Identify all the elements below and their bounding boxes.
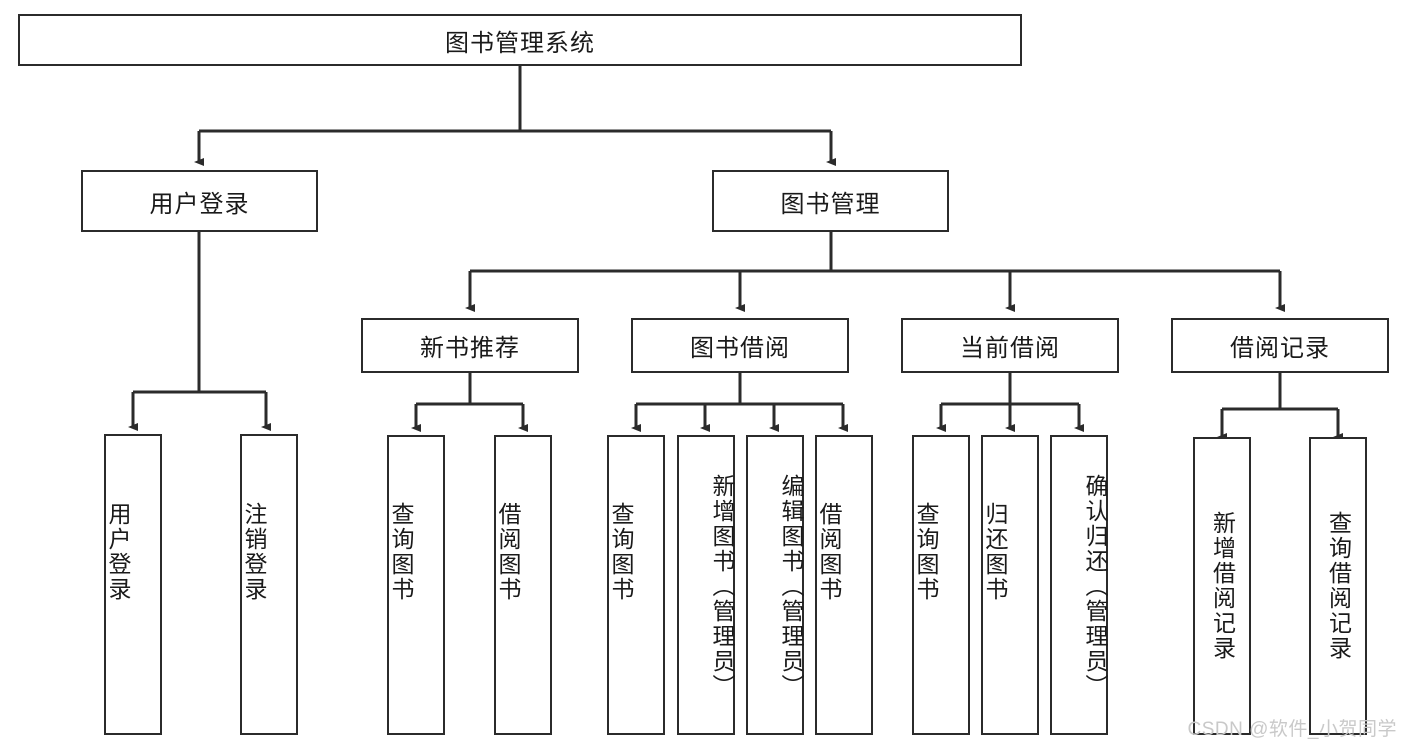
node-book-borrow[interactable]: 图书借阅 — [631, 318, 849, 373]
node-user-login[interactable]: 用户登录 — [81, 170, 318, 232]
leaf-query-book-current[interactable]: 查询图书 — [912, 435, 970, 735]
node-new-book-recommend[interactable]: 新书推荐 — [361, 318, 579, 373]
leaf-borrow-book[interactable]: 借阅图书 — [815, 435, 873, 735]
node-book-management-label: 图书管理 — [780, 190, 881, 218]
leaf-confirm-return-admin[interactable]: 确认归还（管理员） — [1050, 435, 1108, 735]
node-current-borrow[interactable]: 当前借阅 — [901, 318, 1119, 373]
leaf-query-book-newbook-label: 查询图书 — [388, 502, 414, 602]
leaf-borrow-book-label: 借阅图书 — [816, 502, 842, 602]
leaf-return-book[interactable]: 归还图书 — [981, 435, 1039, 735]
node-book-borrow-label: 图书借阅 — [690, 335, 790, 362]
leaf-add-borrow-record[interactable]: 新增借阅记录 — [1193, 437, 1251, 735]
leaf-confirm-return-admin-label: 确认归还（管理员） — [1082, 473, 1108, 699]
leaf-query-book-borrow[interactable]: 查询图书 — [607, 435, 665, 735]
leaf-return-book-label: 归还图书 — [982, 502, 1008, 602]
leaf-query-borrow-record-label: 查询借阅记录 — [1325, 511, 1352, 661]
node-root[interactable]: 图书管理系统 — [18, 14, 1022, 66]
leaf-query-borrow-record[interactable]: 查询借阅记录 — [1309, 437, 1367, 735]
watermark: CSDN @软件_小贺同学 — [1187, 719, 1397, 740]
node-current-borrow-label: 当前借阅 — [960, 335, 1060, 362]
node-new-book-recommend-label: 新书推荐 — [420, 335, 520, 362]
leaf-borrow-book-newbook[interactable]: 借阅图书 — [494, 435, 552, 735]
node-user-login-label: 用户登录 — [149, 190, 250, 218]
leaf-query-book-current-label: 查询图书 — [913, 502, 939, 602]
leaf-edit-book-admin[interactable]: 编辑图书（管理员） — [746, 435, 804, 735]
leaf-add-borrow-record-label: 新增借阅记录 — [1209, 511, 1236, 661]
node-book-management[interactable]: 图书管理 — [712, 170, 949, 232]
leaf-logout[interactable]: 注销登录 — [240, 434, 298, 735]
leaf-query-book-newbook[interactable]: 查询图书 — [387, 435, 445, 735]
leaf-borrow-book-newbook-label: 借阅图书 — [495, 502, 521, 602]
leaf-query-book-borrow-label: 查询图书 — [608, 502, 634, 602]
leaf-user-login[interactable]: 用户登录 — [104, 434, 162, 735]
node-borrow-records-label: 借阅记录 — [1230, 335, 1330, 362]
leaf-add-book-admin-label: 新增图书（管理员） — [709, 473, 735, 699]
leaf-add-book-admin[interactable]: 新增图书（管理员） — [677, 435, 735, 735]
leaf-edit-book-admin-label: 编辑图书（管理员） — [778, 473, 804, 699]
leaf-user-login-label: 用户登录 — [105, 501, 131, 602]
leaf-logout-label: 注销登录 — [241, 501, 267, 602]
node-borrow-records[interactable]: 借阅记录 — [1171, 318, 1389, 373]
node-root-label: 图书管理系统 — [445, 29, 595, 57]
